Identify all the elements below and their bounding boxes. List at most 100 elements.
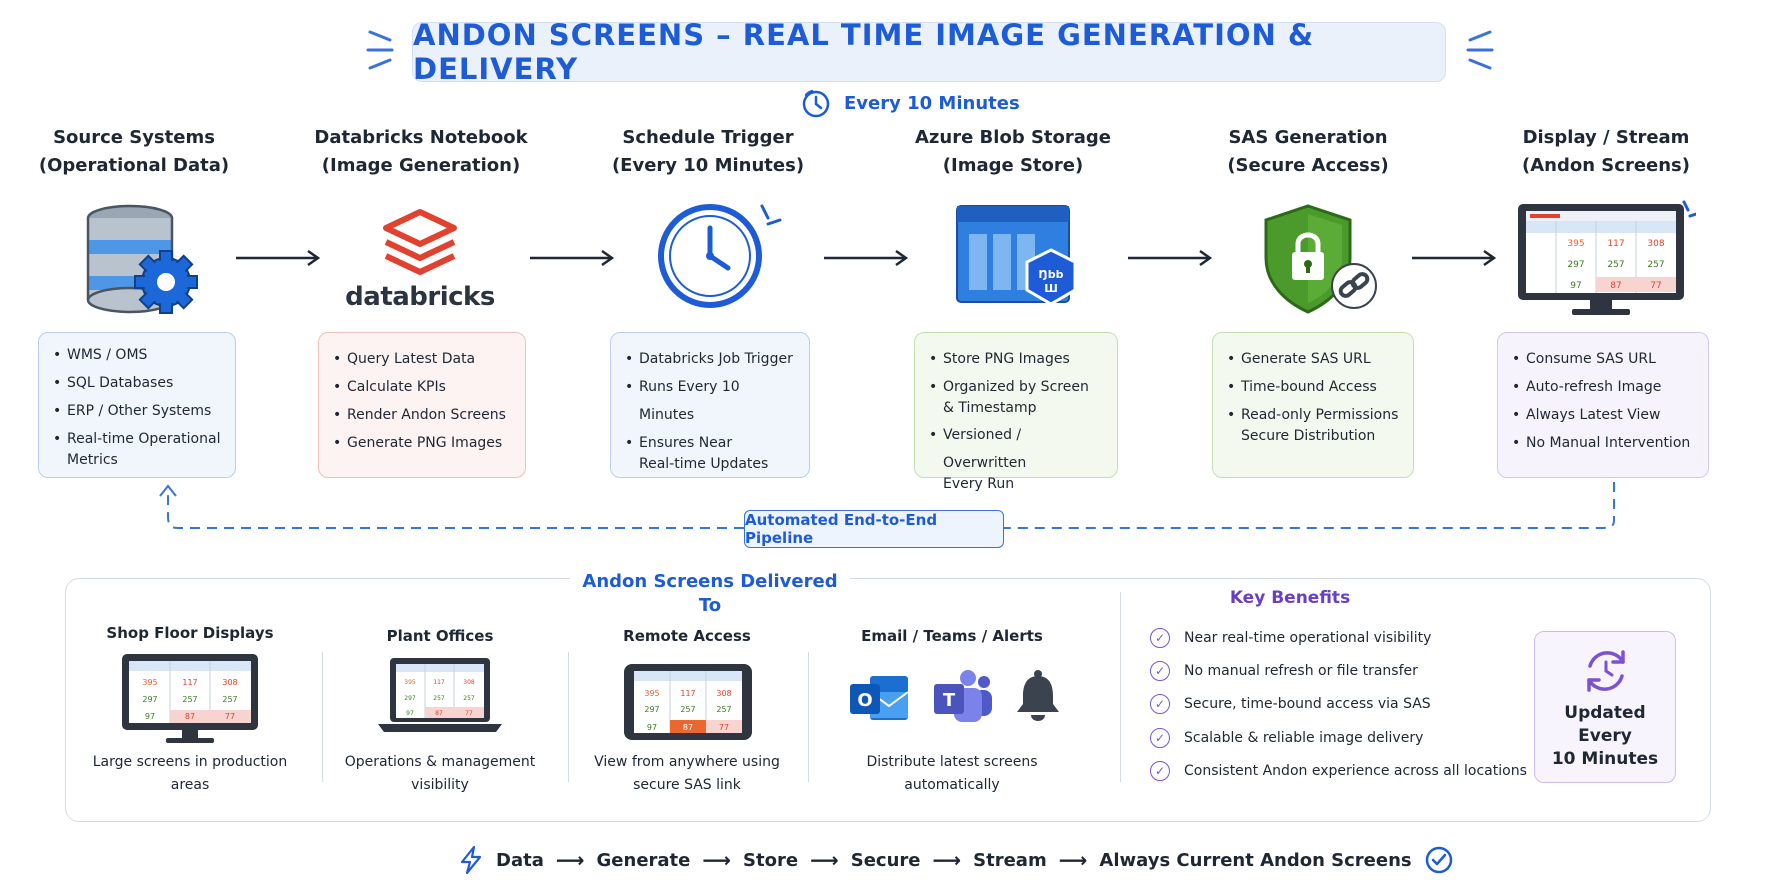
pipeline-label: Automated End-to-End Pipeline bbox=[744, 510, 1004, 548]
svg-text:308: 308 bbox=[222, 678, 237, 687]
list-item: Calculate KPIs bbox=[333, 373, 515, 401]
stage-title-source: Source Systems(Operational Data) bbox=[38, 127, 230, 176]
svg-text:395: 395 bbox=[644, 689, 659, 698]
flow-arrow-2 bbox=[530, 249, 615, 267]
list-item: Auto-refresh Image bbox=[1512, 373, 1698, 401]
svg-text:257: 257 bbox=[1647, 260, 1664, 270]
svg-text:97: 97 bbox=[406, 710, 414, 717]
updated-text: Updated Every 10 Minutes bbox=[1551, 703, 1659, 769]
flow-arrow-5 bbox=[1412, 249, 1497, 267]
cadence-text: Every 10 Minutes bbox=[844, 92, 1020, 114]
svg-text:395: 395 bbox=[1567, 239, 1584, 249]
arrow-right-icon: ⟶ bbox=[702, 848, 732, 872]
benefit-item: ✓ Secure, time-bound access via SAS bbox=[1150, 694, 1431, 714]
svg-text:257: 257 bbox=[222, 695, 237, 704]
svg-text:257: 257 bbox=[433, 695, 445, 702]
stage-title-schedule: Schedule Trigger(Every 10 Minutes) bbox=[611, 127, 805, 176]
database-gear-icon bbox=[86, 204, 198, 314]
blob-storage-icon: Ŋbb Ш bbox=[956, 205, 1077, 306]
stage-title-databricks: Databricks Notebook(Image Generation) bbox=[314, 127, 528, 176]
svg-text:Ŋbb: Ŋbb bbox=[1039, 268, 1064, 281]
svg-text:O: O bbox=[857, 690, 872, 711]
flow-step: Always Current Andon Screens bbox=[1099, 849, 1412, 871]
check-circle-icon: ✓ bbox=[1150, 728, 1170, 748]
check-circle-icon: ✓ bbox=[1150, 761, 1170, 781]
timer-icon bbox=[802, 89, 830, 118]
shield-lock-icon bbox=[1264, 204, 1377, 314]
sparkle-left-icon bbox=[366, 30, 394, 70]
benefit-item: ✓ No manual refresh or file transfer bbox=[1150, 661, 1418, 681]
card-source-systems: WMS / OMS SQL Databases ERP / Other Syst… bbox=[38, 332, 236, 478]
list-item: WMS / OMS bbox=[53, 341, 225, 369]
benefit-item: ✓ Near real-time operational visibility bbox=[1150, 628, 1431, 648]
flow-step: Generate bbox=[596, 849, 691, 871]
list-item: Runs Every 10 Minutes bbox=[625, 373, 799, 429]
svg-text:97: 97 bbox=[1570, 281, 1581, 291]
svg-text:395: 395 bbox=[404, 679, 416, 686]
svg-text:87: 87 bbox=[185, 712, 195, 721]
list-item: SQL Databases bbox=[53, 369, 225, 397]
flow-arrow-4 bbox=[1128, 249, 1213, 267]
svg-text:97: 97 bbox=[647, 723, 657, 732]
list-item: Consume SAS URL bbox=[1512, 345, 1698, 373]
clock-icon bbox=[658, 204, 782, 308]
databricks-wordmark: databricks bbox=[345, 282, 495, 312]
card-sas: Generate SAS URL Time-bound Access Read-… bbox=[1212, 332, 1414, 478]
svg-text:297: 297 bbox=[142, 695, 157, 704]
list-item: Databricks Job Trigger bbox=[625, 345, 799, 373]
flow-step: Store bbox=[743, 849, 799, 871]
stage-title-sas: SAS Generation(Secure Access) bbox=[1227, 127, 1389, 176]
list-item: ERP / Other Systems bbox=[53, 397, 225, 425]
svg-text:117: 117 bbox=[680, 689, 695, 698]
card-databricks: Query Latest Data Calculate KPIs Render … bbox=[318, 332, 526, 478]
delivery-heading: Andon Screens Delivered To bbox=[570, 570, 850, 618]
pipeline-loop-line bbox=[159, 482, 1615, 529]
svg-text:257: 257 bbox=[463, 695, 475, 702]
check-circle-icon bbox=[1425, 846, 1452, 874]
stage-title-blob: Azure Blob Storage(Image Store) bbox=[914, 127, 1112, 176]
page-title: ANDON SCREENS – REAL TIME IMAGE GENERATI… bbox=[413, 18, 1315, 86]
list-item: No Manual Intervention bbox=[1512, 429, 1698, 457]
shop-floor-display-icon: 395 117 308 297 257 257 97 87 77 bbox=[122, 654, 258, 743]
dest-title-remote-access: Remote Access bbox=[623, 627, 751, 645]
monitor-icon: 395 117 308 297 257 257 97 87 77 bbox=[1518, 200, 1696, 315]
svg-text:77: 77 bbox=[1650, 281, 1661, 291]
list-item: Always Latest View bbox=[1512, 401, 1698, 429]
svg-text:297: 297 bbox=[1567, 260, 1584, 270]
cadence-label: Every 10 Minutes bbox=[800, 88, 1020, 118]
databricks-logo-icon bbox=[383, 209, 457, 275]
svg-text:117: 117 bbox=[1607, 239, 1624, 249]
list-item: Generate PNG Images bbox=[333, 429, 515, 457]
teams-icon: T bbox=[934, 670, 992, 722]
svg-text:257: 257 bbox=[680, 705, 695, 714]
card-blob-storage: Store PNG Images Organized by Screen& Ti… bbox=[914, 332, 1118, 492]
benefits-heading: Key Benefits bbox=[1229, 588, 1351, 608]
flow-step: Secure bbox=[850, 849, 921, 871]
arrow-right-icon: ⟶ bbox=[810, 848, 839, 872]
svg-text:77: 77 bbox=[465, 710, 473, 717]
svg-text:257: 257 bbox=[1607, 260, 1624, 270]
list-item: Store PNG Images bbox=[929, 345, 1107, 373]
svg-text:257: 257 bbox=[716, 705, 731, 714]
flow-step: Stream bbox=[973, 849, 1047, 871]
list-item: Organized by Screen& Timestamp bbox=[929, 373, 1107, 421]
svg-text:297: 297 bbox=[404, 695, 416, 702]
footer-flow: Data ⟶ Generate ⟶ Store ⟶ Secure ⟶ Strea… bbox=[458, 843, 1454, 877]
list-item: Query Latest Data bbox=[333, 345, 515, 373]
flow-arrow-3 bbox=[824, 249, 909, 267]
list-item: Time-bound Access bbox=[1227, 373, 1403, 401]
flow-step: Data bbox=[496, 849, 544, 871]
svg-text:97: 97 bbox=[145, 712, 155, 721]
svg-text:87: 87 bbox=[683, 723, 693, 732]
svg-text:308: 308 bbox=[716, 689, 731, 698]
dest-title-alerts: Email / Teams / Alerts bbox=[861, 627, 1043, 645]
outlook-icon: O bbox=[850, 676, 909, 720]
check-circle-icon: ✓ bbox=[1150, 694, 1170, 714]
refresh-clock-icon bbox=[1587, 650, 1625, 692]
